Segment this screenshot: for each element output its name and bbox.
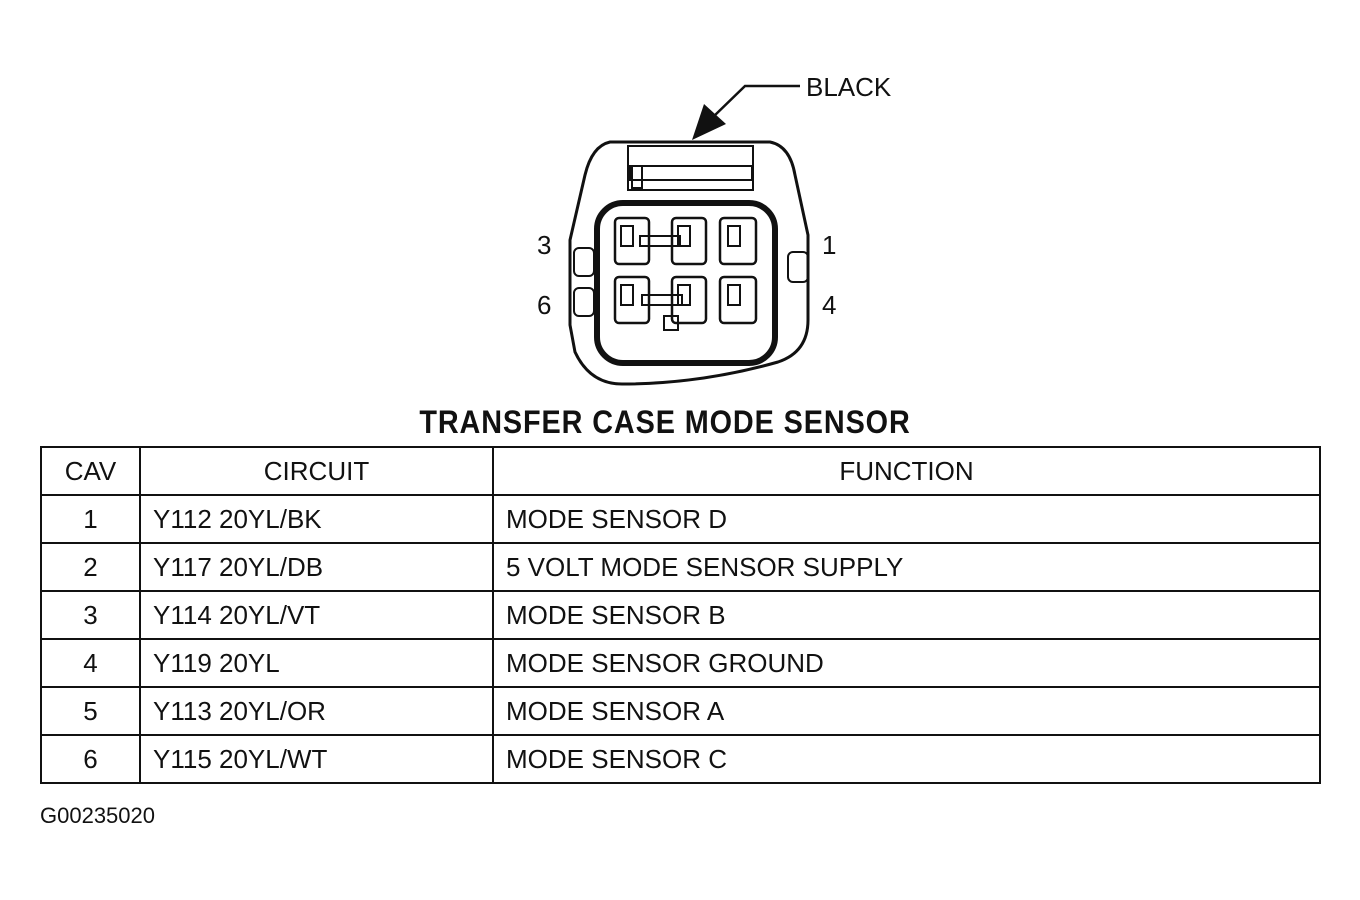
table-row: 1 Y112 20YL/BK MODE SENSOR D — [40, 494, 1321, 544]
diagram-title: TRANSFER CASE MODE SENSOR — [419, 404, 911, 440]
circuit-cell: Y112 20YL/BK — [139, 494, 494, 544]
figure-id: G00235020 — [40, 803, 155, 828]
circuit-cell: Y114 20YL/VT — [139, 590, 494, 640]
connector-latch — [627, 145, 754, 191]
cavity-1 — [718, 216, 758, 266]
header-circuit: CIRCUIT — [139, 446, 494, 496]
function-cell: MODE SENSOR GROUND — [492, 638, 1321, 688]
function-cell: MODE SENSOR B — [492, 590, 1321, 640]
circuit-cell: Y115 20YL/WT — [139, 734, 494, 784]
circuit-cell: Y113 20YL/OR — [139, 686, 494, 736]
cavity-5 — [670, 275, 708, 325]
cav-cell: 2 — [40, 542, 141, 592]
terminal-details — [620, 225, 741, 331]
connector-color-label: BLACK — [806, 72, 892, 102]
latch-slot — [629, 165, 753, 181]
cav-cell: 6 — [40, 734, 141, 784]
side-key-left-upper — [573, 247, 595, 277]
side-key-left-lower — [573, 287, 595, 317]
connector-housing — [568, 140, 810, 386]
cav-cell: 4 — [40, 638, 141, 688]
leader-line — [711, 84, 800, 119]
cavity-3 — [613, 216, 651, 266]
circuit-cell: Y119 20YL — [139, 638, 494, 688]
cav-cell: 5 — [40, 686, 141, 736]
circuit-cell: Y117 20YL/DB — [139, 542, 494, 592]
terminal-cavities — [613, 216, 758, 325]
cavity-4 — [718, 275, 758, 325]
cavity-6 — [613, 275, 651, 325]
function-cell: MODE SENSOR C — [492, 734, 1321, 784]
pin-label-3: 3 — [537, 230, 551, 260]
cav-cell: 1 — [40, 494, 141, 544]
side-key-right — [787, 251, 809, 283]
connector-face — [594, 200, 778, 366]
pin-label-6: 6 — [537, 290, 551, 320]
table-row: 4 Y119 20YL MODE SENSOR GROUND — [40, 638, 1321, 688]
function-cell: MODE SENSOR D — [492, 494, 1321, 544]
table-header-row: CAV CIRCUIT FUNCTION — [40, 446, 1321, 496]
table-row: 2 Y117 20YL/DB 5 VOLT MODE SENSOR SUPPLY — [40, 542, 1321, 592]
leader-arrowhead — [692, 104, 726, 140]
function-cell: MODE SENSOR A — [492, 686, 1321, 736]
pin-label-4: 4 — [822, 290, 836, 320]
header-cav: CAV — [40, 446, 141, 496]
table-row: 5 Y113 20YL/OR MODE SENSOR A — [40, 686, 1321, 736]
cav-cell: 3 — [40, 590, 141, 640]
table-row: 6 Y115 20YL/WT MODE SENSOR C — [40, 734, 1321, 784]
pinout-table: CAV CIRCUIT FUNCTION 1 Y112 20YL/BK MODE… — [40, 446, 1321, 784]
cavity-2 — [670, 216, 708, 266]
latch-tab — [631, 165, 643, 189]
table-row: 3 Y114 20YL/VT MODE SENSOR B — [40, 590, 1321, 640]
connector-diagram: BLACK 3 6 1 4 — [537, 72, 892, 386]
header-function: FUNCTION — [492, 446, 1321, 496]
function-cell: 5 VOLT MODE SENSOR SUPPLY — [492, 542, 1321, 592]
pin-label-1: 1 — [822, 230, 836, 260]
